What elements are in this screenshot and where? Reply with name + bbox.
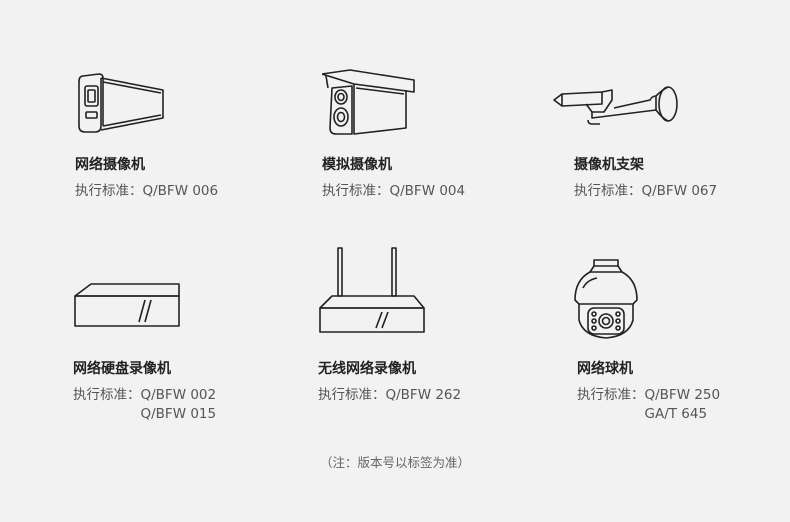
standard-code: Q/BFW 262	[385, 387, 462, 403]
product-standard: 执行标准： Q/BFW 262	[318, 386, 461, 405]
product-title: 模拟摄像机	[322, 157, 392, 173]
standard-label: 执行标准：	[75, 183, 143, 199]
nvr-box-icon	[73, 282, 183, 330]
product-standard: 执行标准： Q/BFW 006	[75, 182, 218, 201]
bullet-network-camera-icon	[75, 68, 170, 138]
wireless-nvr-icon	[318, 246, 428, 334]
ptz-dome-camera-icon	[571, 258, 641, 344]
standard-label: 执行标准：	[577, 387, 645, 403]
standard-code: Q/BFW 002	[140, 387, 217, 403]
product-title: 无线网络录像机	[318, 361, 416, 377]
standard-code: Q/BFW 250	[644, 387, 721, 403]
standard-code: Q/BFW 006	[142, 183, 219, 199]
product-standard: 执行标准： Q/BFW 067	[574, 182, 717, 201]
version-note: （注：版本号以标签为准）	[319, 455, 470, 470]
analog-camera-icon	[322, 68, 417, 138]
product-standard: 执行标准： Q/BFW 002 Q/BFW 015	[73, 386, 216, 424]
product-title: 网络硬盘录像机	[73, 361, 171, 377]
product-standard: 执行标准： Q/BFW 004	[322, 182, 465, 201]
standard-label: 执行标准：	[322, 183, 390, 199]
product-title: 摄像机支架	[574, 157, 644, 173]
product-standard: 执行标准： Q/BFW 250 GA/T 645	[577, 386, 720, 424]
product-title: 网络球机	[577, 361, 633, 377]
standard-label: 执行标准：	[574, 183, 642, 199]
standard-code: Q/BFW 004	[389, 183, 466, 199]
camera-bracket-icon	[552, 80, 687, 135]
standard-code: GA/T 645	[644, 406, 708, 422]
standard-code: Q/BFW 067	[641, 183, 718, 199]
product-title: 网络摄像机	[75, 157, 145, 173]
standard-code: Q/BFW 015	[140, 406, 217, 422]
standard-label: 执行标准：	[73, 387, 141, 403]
standard-label: 执行标准：	[318, 387, 386, 403]
